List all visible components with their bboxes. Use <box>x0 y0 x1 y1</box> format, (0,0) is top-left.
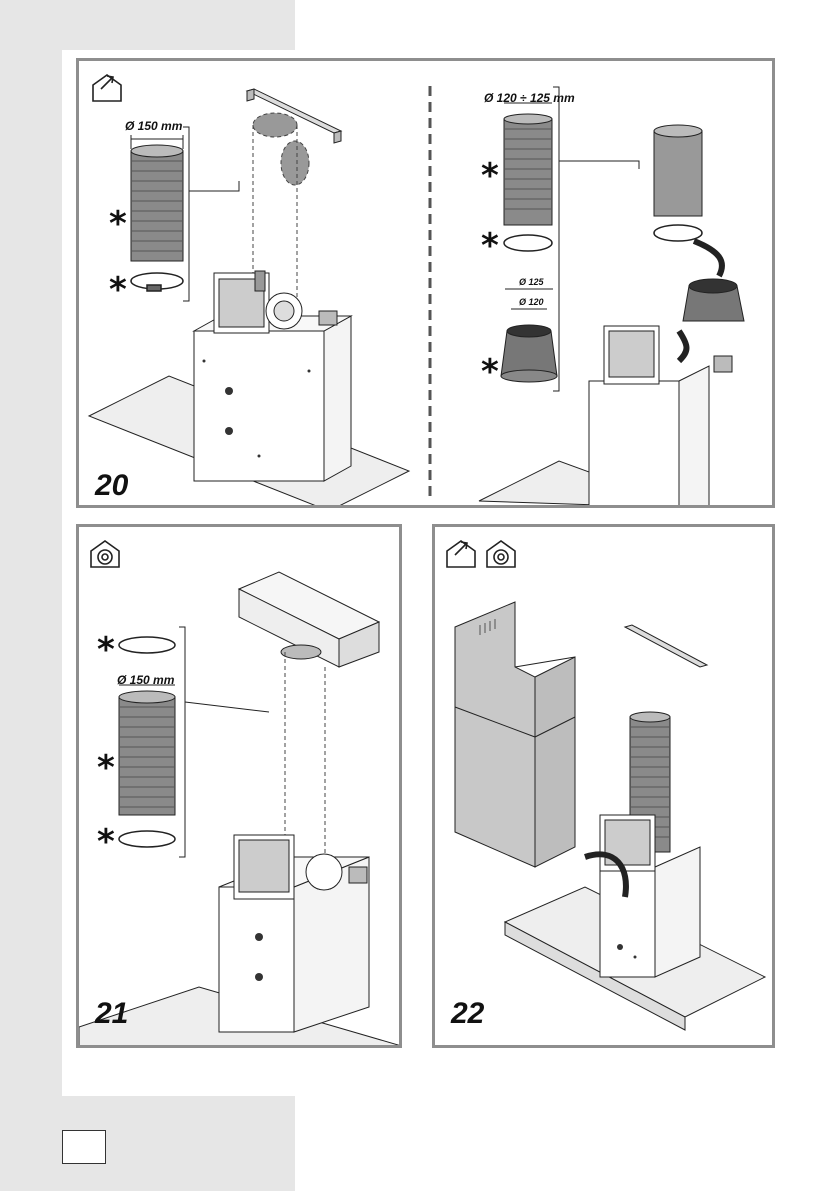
asterisk-marker: * <box>481 156 499 196</box>
figure-number: 20 <box>95 469 129 502</box>
hose-clamp <box>118 830 176 848</box>
duct-diameter-label: Ø 150 mm <box>125 119 183 133</box>
asterisk-marker: * <box>109 270 127 310</box>
page-margin-bottom <box>0 1096 295 1191</box>
wall-bracket <box>623 624 709 668</box>
hood-body-right <box>478 325 733 505</box>
flexible-duct-150 <box>118 684 176 816</box>
chimney-cover <box>454 601 576 868</box>
hood-body <box>87 270 411 505</box>
duct-diameter-label-right: Ø 120 ÷ 125 mm <box>484 91 575 105</box>
figure-21-drawing <box>79 540 399 1045</box>
asterisk-marker: * <box>97 630 115 670</box>
figure-number: 21 <box>95 997 129 1030</box>
duct-to-install <box>653 124 745 322</box>
arrow-icon <box>584 851 629 898</box>
reducer-adapter <box>500 288 558 383</box>
outdoor-exhaust-icon <box>446 540 476 568</box>
arrow-icon <box>692 238 725 278</box>
page-margin-top <box>0 0 295 50</box>
flexible-duct-150 <box>130 135 184 262</box>
recirculation-icon <box>90 540 120 568</box>
arrow-icon-2 <box>676 329 690 364</box>
hose-clamp-right <box>503 234 553 252</box>
outdoor-exhaust-icon <box>92 74 122 102</box>
figure-20-panel: Ø 150 mm * * Ø 120 ÷ 125 mm * * Ø 125 Ø … <box>76 58 775 508</box>
page-margin-left <box>0 0 62 1191</box>
figure-20-drawing <box>87 74 745 505</box>
hood-body <box>79 834 399 1045</box>
hood-body <box>503 814 767 1031</box>
language-box <box>62 1130 106 1164</box>
adapter-inner-label: Ø 120 <box>519 297 544 307</box>
asterisk-marker: * <box>481 352 499 392</box>
flexible-duct-120-125 <box>503 102 553 226</box>
figure-22-drawing <box>446 540 767 1031</box>
duct-diameter-label: Ø 150 mm <box>117 673 175 687</box>
recirculation-unit <box>237 571 381 668</box>
figure-number: 22 <box>451 997 485 1030</box>
asterisk-marker: * <box>97 822 115 862</box>
recirculation-icon <box>486 540 516 568</box>
asterisk-marker: * <box>481 226 499 266</box>
figure-22-panel: 22 <box>432 524 775 1048</box>
adapter-outer-label: Ø 125 <box>519 277 544 287</box>
hose-clamp <box>118 636 176 654</box>
asterisk-marker: * <box>109 204 127 244</box>
asterisk-marker: * <box>97 748 115 788</box>
figure-21-panel: * Ø 150 mm * * 21 <box>76 524 402 1048</box>
wall-bracket <box>245 88 343 144</box>
hose-clamp <box>130 272 184 292</box>
